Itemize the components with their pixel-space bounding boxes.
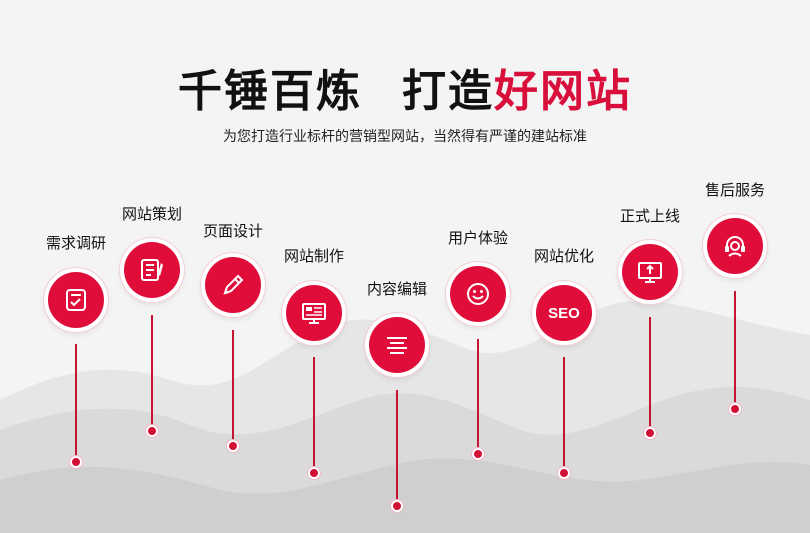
monitor-icon xyxy=(302,303,326,324)
title-black-part: 千锤百炼 xyxy=(178,66,362,117)
step-dot xyxy=(391,500,403,512)
step-label: 页面设计 xyxy=(202,222,263,240)
headset-icon xyxy=(725,236,745,257)
step-dot xyxy=(146,425,158,437)
step-icon-ring xyxy=(703,214,767,278)
pencil-icon xyxy=(223,274,244,295)
step-label: 网站优化 xyxy=(533,247,594,265)
step-label: 内容编辑 xyxy=(366,280,427,298)
step-label: 售后服务 xyxy=(704,181,765,199)
step-icon-ring xyxy=(44,268,108,332)
step-label: 网站制作 xyxy=(283,247,344,265)
step-label: 正式上线 xyxy=(619,207,680,225)
step-dot xyxy=(308,467,320,479)
step-icon-ring xyxy=(120,238,184,302)
document-edit-icon xyxy=(141,259,163,281)
step-icon-ring xyxy=(618,240,682,304)
step-icon-ring xyxy=(365,313,429,377)
title-black-part-2: 打造 xyxy=(402,66,494,117)
seo-badge: SEO xyxy=(548,304,580,322)
step-dot xyxy=(558,467,570,479)
upload-monitor-icon xyxy=(638,262,662,283)
step-dot xyxy=(227,440,239,452)
step-label: 用户体验 xyxy=(447,229,508,247)
step-dot xyxy=(729,403,741,415)
step-icon-ring: SEO xyxy=(532,281,596,345)
text-lines-icon xyxy=(387,337,407,354)
checklist-icon xyxy=(66,289,86,311)
step-dot xyxy=(70,456,82,468)
step-icon-ring xyxy=(282,281,346,345)
step-label: 网站策划 xyxy=(121,205,182,223)
step-icon-ring xyxy=(446,262,510,326)
page-subtitle: 为您打造行业标杆的营销型网站，当然得有严谨的建站标准 xyxy=(223,129,587,145)
page-title: 千锤百炼打造好网站 xyxy=(0,55,810,119)
step-dot xyxy=(644,427,656,439)
title-highlight: 好网站 xyxy=(494,66,632,117)
step-icon-ring xyxy=(201,253,265,317)
step-dot xyxy=(472,448,484,460)
step-label: 需求调研 xyxy=(45,234,106,252)
smiley-icon xyxy=(467,283,489,305)
